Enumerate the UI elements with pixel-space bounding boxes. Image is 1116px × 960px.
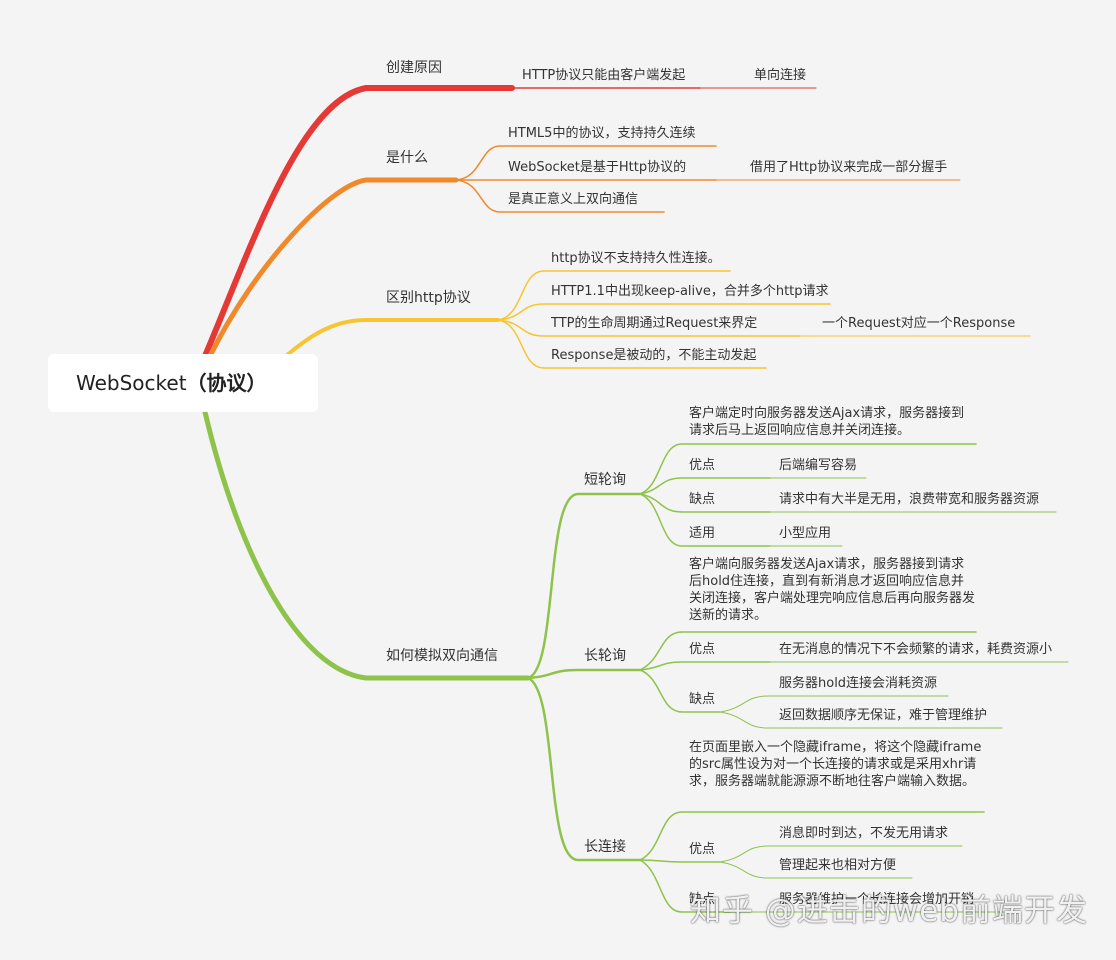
reason-note[interactable]: 单向连接 — [754, 68, 807, 83]
root-suffix: （协议） — [186, 371, 267, 395]
long-pros-label[interactable]: 优点 — [689, 642, 716, 657]
persist-desc-line — [639, 811, 985, 861]
long-poll-desc[interactable]: 客户端向服务器发送Ajax请求，服务器接到请求后hold住连接，直到有新消息才返… — [689, 557, 976, 623]
short-poll-label[interactable]: 短轮询 — [584, 472, 626, 488]
persist-pros-line — [639, 859, 721, 863]
long-pros-value[interactable]: 在无消息的情况下不会频繁的请求，耗费资源小 — [779, 642, 1053, 657]
branch-diff-line — [284, 318, 500, 358]
persistent-desc[interactable]: 在页面里嵌入一个隐藏iframe，将这个隐藏iframe的src属性设为对一个长… — [689, 740, 982, 789]
root-title: WebSocket — [76, 371, 187, 395]
watermark: 知乎 @进击的web前端开发 — [690, 893, 1088, 929]
short-cons-label[interactable]: 缺点 — [689, 492, 716, 507]
short-poll-line — [526, 492, 642, 680]
long-cons-value[interactable]: 返回数据顺序无保证，难于管理维护 — [779, 708, 988, 723]
persist-pros-val2-line — [719, 861, 913, 879]
what-note[interactable]: 借用了Http协议来完成一部分握手 — [750, 160, 948, 175]
diff-item4-line — [497, 319, 767, 369]
long-cons-line — [639, 669, 721, 713]
short-use-label[interactable]: 适用 — [689, 526, 716, 541]
what-item3-line — [455, 179, 665, 213]
long-cons-val1-line — [719, 695, 949, 713]
branch-what-line — [207, 177, 459, 359]
short-cons-line — [639, 493, 771, 513]
diff-item[interactable]: Response是被动的，不能主动发起 — [551, 348, 757, 363]
short-pros-label[interactable]: 优点 — [689, 458, 716, 473]
branch-diff-label[interactable]: 区别http协议 — [386, 290, 471, 306]
what-item[interactable]: 是真正意义上双向通信 — [508, 192, 639, 207]
persist-pros-val1-line — [719, 845, 963, 863]
persistent-label[interactable]: 长连接 — [584, 839, 626, 855]
persist-cons-line — [639, 859, 731, 913]
persist-cons-label[interactable]: 缺点 — [689, 892, 716, 907]
diff-item3-line — [497, 319, 801, 337]
what-item1-line — [455, 145, 717, 181]
branch-simulate-label[interactable]: 如何模拟双向通信 — [386, 648, 498, 664]
short-use-line — [639, 493, 771, 547]
diff-item1-line — [497, 270, 731, 321]
short-pros-line — [639, 477, 771, 495]
root-node[interactable]: WebSocket（协议） — [48, 354, 318, 412]
persist-pros-label[interactable]: 优点 — [689, 842, 716, 857]
what-item[interactable]: WebSocket是基于Http协议的 — [508, 160, 687, 175]
branch-what-label[interactable]: 是什么 — [386, 150, 428, 166]
short-poll-desc[interactable]: 客户端定时向服务器发送Ajax请求，服务器接到请求后马上返回响应信息并关闭连接。 — [689, 406, 965, 438]
long-cons-label[interactable]: 缺点 — [689, 692, 716, 707]
diff-item[interactable]: TTP的生命周期通过Request来界定 — [551, 316, 758, 331]
diff-item[interactable]: http协议不支持持久性连接。 — [551, 251, 721, 266]
long-pros-line — [639, 661, 771, 671]
short-use-value[interactable]: 小型应用 — [779, 526, 832, 541]
branch-reason-line — [202, 85, 515, 359]
long-poll-line — [526, 668, 642, 680]
short-desc-line — [639, 443, 977, 495]
branch-simulate-line — [202, 409, 531, 681]
persist-pros-value[interactable]: 消息即时到达，不发无用请求 — [779, 826, 949, 841]
persist-cons-value[interactable]: 服务器维护一个长连接会增加开销 — [779, 892, 975, 907]
root-label: WebSocket（协议） — [76, 370, 267, 396]
branch-reason-label[interactable]: 创建原因 — [386, 60, 442, 76]
long-poll-label[interactable]: 长轮询 — [584, 648, 626, 664]
diff-item[interactable]: HTTP1.1中出现keep-alive，合并多个http请求 — [551, 284, 829, 299]
short-pros-value[interactable]: 后端编写容易 — [779, 458, 858, 473]
long-cons-val2-line — [719, 711, 1003, 729]
persist-pros-value[interactable]: 管理起来也相对方便 — [779, 858, 897, 873]
long-desc-line — [639, 631, 977, 671]
diff-note[interactable]: 一个Request对应一个Response — [822, 316, 1016, 331]
short-cons-value[interactable]: 请求中有大半是无用，浪费带宽和服务器资源 — [779, 492, 1040, 507]
diff-item2-line — [497, 303, 831, 321]
long-cons-value[interactable]: 服务器hold连接会消耗资源 — [779, 676, 938, 691]
what-item[interactable]: HTML5中的协议，支持持久连续 — [508, 126, 696, 141]
persistent-line — [526, 676, 642, 862]
reason-item[interactable]: HTTP协议只能由客户端发起 — [522, 68, 686, 83]
